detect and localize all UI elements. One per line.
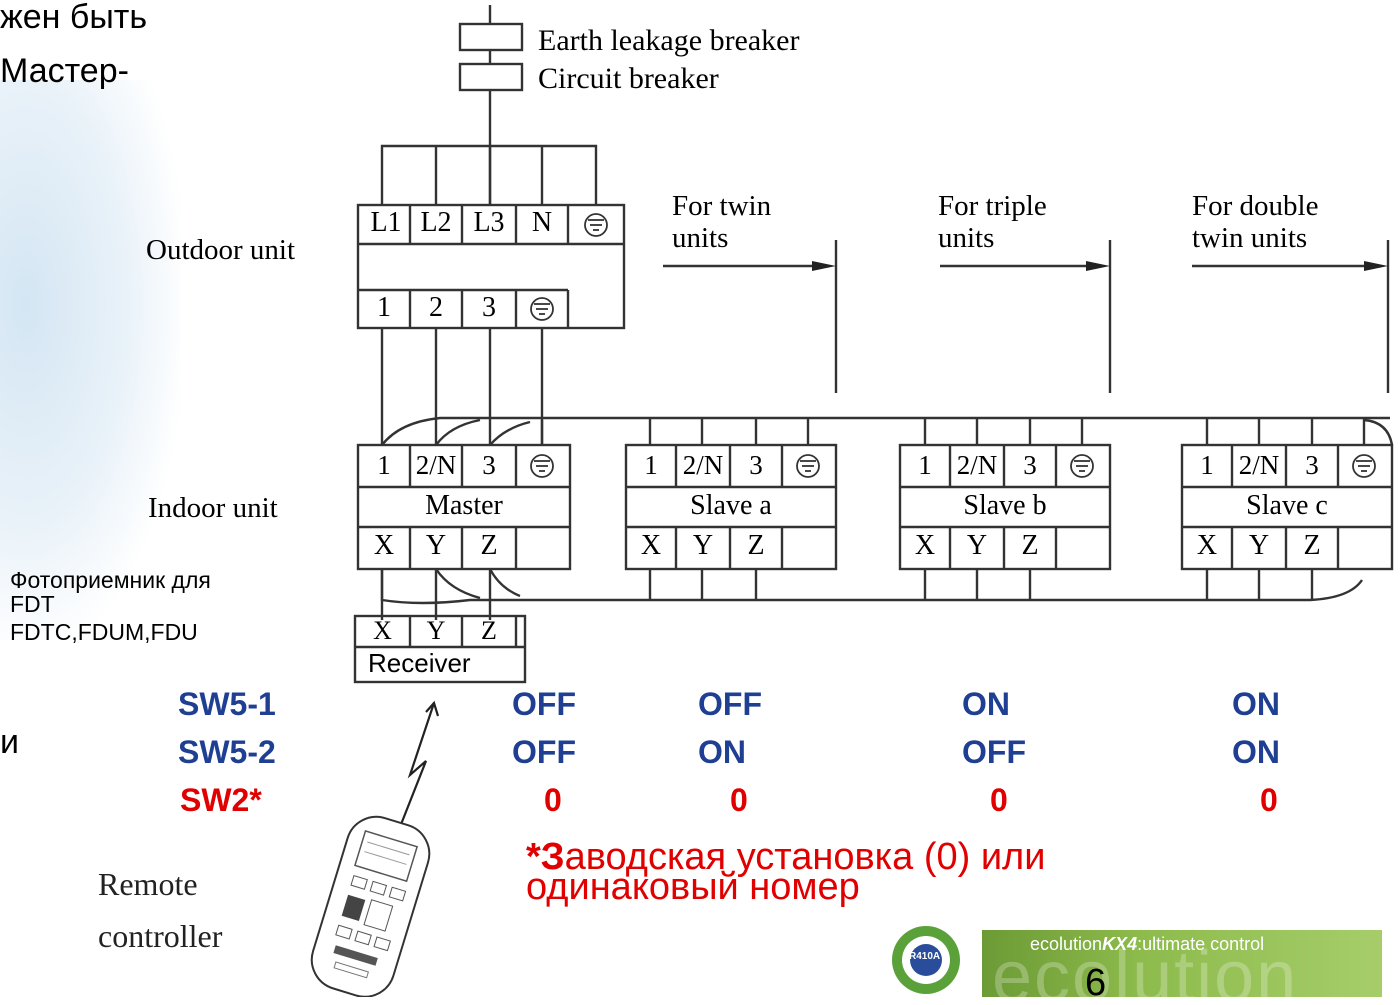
r410a-badge-text: R410A xyxy=(909,951,941,962)
terminal-label: 2/N xyxy=(682,450,724,480)
background-cloud xyxy=(0,80,180,640)
brand-banner: ecolution ecolutionKX4:ultimate control xyxy=(982,930,1382,997)
terminal-label: L1 xyxy=(370,207,402,238)
earth-leakage-breaker-label: Earth leakage breaker xyxy=(538,24,800,57)
terminal-label: 1 xyxy=(918,450,932,480)
indoor-bus-top xyxy=(381,416,1390,446)
terminal-label: X xyxy=(373,530,395,561)
terminal-label: Y xyxy=(425,530,447,561)
terminal-label: 1 xyxy=(377,450,391,480)
arrow-triple xyxy=(1086,261,1110,271)
terminal-label: Y xyxy=(426,616,446,645)
arrow-double-twin xyxy=(1364,261,1388,271)
terminal-label: 2 xyxy=(429,292,443,323)
earth-icon xyxy=(796,454,820,478)
terminal-label: X xyxy=(373,616,392,645)
terminal-label: Y xyxy=(692,530,714,561)
switch-value: ON xyxy=(1232,734,1280,770)
terminal-label: 2/N xyxy=(415,450,457,480)
terminal-label: L3 xyxy=(473,207,505,238)
switch-name-sw5-1: SW5-1 xyxy=(178,686,276,722)
terminal-label: 2/N xyxy=(1238,450,1280,480)
terminal-label: 3 xyxy=(1305,450,1319,480)
switch-value: 0 xyxy=(544,782,562,818)
indoor-unit-slave-a xyxy=(624,443,838,571)
earth-icon xyxy=(530,454,554,478)
terminal-label: Z xyxy=(480,530,498,561)
terminal-label: Z xyxy=(1303,530,1321,561)
terminal-label: Z xyxy=(1021,530,1039,561)
switch-value: OFF xyxy=(962,734,1026,770)
receiver-label: Receiver xyxy=(368,648,471,678)
banner-watermark: ecolution xyxy=(992,937,1299,997)
receiver-box xyxy=(353,614,527,684)
r410a-badge-icon xyxy=(892,926,960,994)
branch-label-double-twin: For double twin units xyxy=(1192,190,1319,254)
terminal-label: Y xyxy=(966,530,988,561)
terminal-label: X xyxy=(914,530,936,561)
switch-value: 0 xyxy=(730,782,748,818)
switch-name-sw5-2: SW5-2 xyxy=(178,734,276,770)
circuit-breaker-label: Circuit breaker xyxy=(538,62,719,95)
earth-icon xyxy=(584,213,608,237)
switch-value: OFF xyxy=(698,686,762,722)
terminal-label: L2 xyxy=(420,207,452,238)
remote-controller-icon xyxy=(310,815,431,997)
terminal-label: X xyxy=(1196,530,1218,561)
switch-value: 0 xyxy=(990,782,1008,818)
terminal-label: Z xyxy=(747,530,765,561)
terminal-label: Y xyxy=(1248,530,1270,561)
earth-leakage-breaker-box xyxy=(458,22,524,52)
terminal-label: 1 xyxy=(644,450,658,480)
unit-name-slave-a: Slave a xyxy=(690,490,772,521)
branch-label-twin: For twin units xyxy=(672,190,772,254)
switch-value: ON xyxy=(698,734,746,770)
page-number: 6 xyxy=(1085,962,1107,1004)
earth-icon xyxy=(1070,454,1094,478)
terminal-label: 3 xyxy=(482,450,496,480)
switch-value: OFF xyxy=(512,686,576,722)
outdoor-unit-label: Outdoor unit xyxy=(146,234,296,266)
receiver-note: Фотоприемник для FDT FDTC,FDUM,FDU xyxy=(10,567,211,645)
terminal-label: 1 xyxy=(1200,450,1214,480)
switch-value: 0 xyxy=(1260,782,1278,818)
unit-name-master: Master xyxy=(425,490,503,521)
unit-name-slave-c: Slave c xyxy=(1246,490,1328,521)
circuit-breaker-box xyxy=(458,62,524,92)
switch-name-sw2: SW2* xyxy=(180,782,262,818)
branch-label-triple: For triple units xyxy=(938,190,1047,254)
control-bus-bottom xyxy=(380,569,1363,605)
unit-name-slave-b: Slave b xyxy=(963,490,1047,521)
earth-icon xyxy=(530,297,554,321)
terminal-label: N xyxy=(531,207,553,238)
wireless-signal xyxy=(396,702,436,833)
indoor-unit-master xyxy=(356,443,572,571)
indoor-unit-label: Indoor unit xyxy=(148,492,278,524)
switch-value: ON xyxy=(962,686,1010,722)
slide-text-line1: жен быть xyxy=(0,0,148,36)
terminal-label: 1 xyxy=(377,292,391,323)
switch-value: OFF xyxy=(512,734,576,770)
terminal-label: 3 xyxy=(1023,450,1037,480)
terminal-label: 3 xyxy=(482,292,496,323)
indoor-unit-slave-c xyxy=(1180,443,1394,571)
remote-controller-label: Remote controller xyxy=(98,866,223,954)
slide-text-line2: Мастер- xyxy=(0,52,129,90)
switch-value: ON xyxy=(1232,686,1280,722)
indoor-unit-slave-b xyxy=(898,443,1112,571)
earth-icon xyxy=(1352,454,1376,478)
slide-text-side-letter: и xyxy=(0,723,19,761)
footnote: *Заводская установка (0) или одинаковый … xyxy=(526,836,1046,908)
terminal-label: 3 xyxy=(749,450,763,480)
terminal-label: 2/N xyxy=(956,450,998,480)
terminal-label: Z xyxy=(481,616,497,645)
banner-text: ecolutionKX4:ultimate control xyxy=(1030,934,1265,954)
terminal-label: X xyxy=(640,530,662,561)
arrow-twin xyxy=(812,261,836,271)
